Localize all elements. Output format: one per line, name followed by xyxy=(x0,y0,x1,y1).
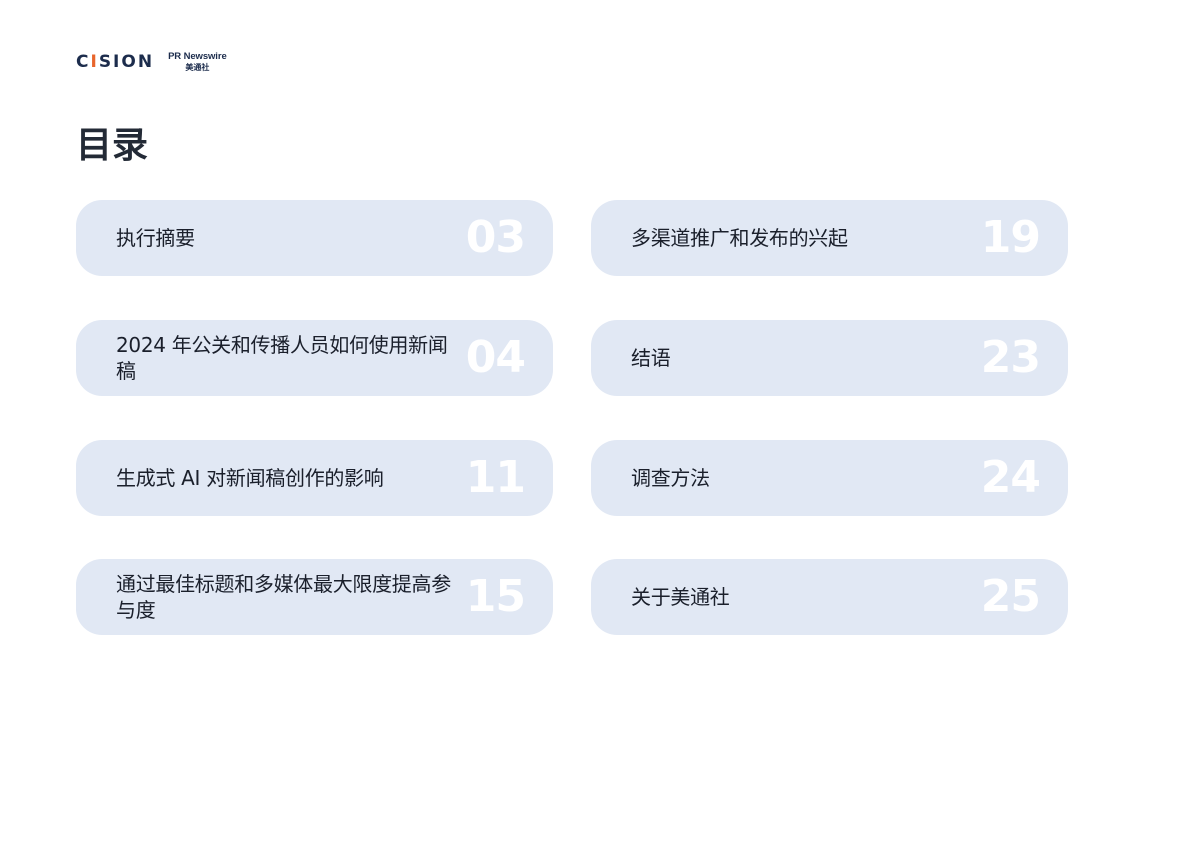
toc-page-number: 15 xyxy=(465,571,526,622)
pr-newswire-logo: PR Newswire 美通社 xyxy=(168,52,227,72)
toc-item-label: 生成式 AI 对新闻稿创作的影响 xyxy=(116,466,384,490)
brand-logo: CISION PR Newswire 美通社 xyxy=(76,50,227,74)
toc-item-label: 多渠道推广和发布的兴起 xyxy=(631,226,848,250)
cision-logo: CISION xyxy=(76,51,155,72)
pr-newswire-chinese-wordmark: 美通社 xyxy=(185,62,210,72)
pr-newswire-wordmark: PR Newswire xyxy=(168,51,227,63)
toc-page-number: 24 xyxy=(980,452,1041,503)
toc-item-press-release-usage-2024[interactable]: 2024 年公关和传播人员如何使用新闻稿 04 xyxy=(76,320,553,396)
toc-page-number: 11 xyxy=(465,452,526,503)
toc-item-label: 关于美通社 xyxy=(631,585,730,609)
toc-item-label: 通过最佳标题和多媒体最大限度提高参与度 xyxy=(116,572,451,622)
toc-item-methodology[interactable]: 调查方法 24 xyxy=(591,440,1068,516)
toc-item-label: 调查方法 xyxy=(631,466,710,490)
toc-page-number: 04 xyxy=(465,332,526,383)
toc-item-executive-summary[interactable]: 执行摘要 03 xyxy=(76,200,553,276)
toc-item-conclusion[interactable]: 结语 23 xyxy=(591,320,1068,396)
toc-page-number: 19 xyxy=(980,212,1041,263)
toc-item-about-pr-newswire[interactable]: 关于美通社 25 xyxy=(591,559,1068,635)
toc-item-label: 结语 xyxy=(631,346,671,370)
toc-item-multichannel-distribution[interactable]: 多渠道推广和发布的兴起 19 xyxy=(591,200,1068,276)
toc-page-number: 03 xyxy=(465,212,526,263)
toc-item-headlines-multimedia-engagement[interactable]: 通过最佳标题和多媒体最大限度提高参与度 15 xyxy=(76,559,553,635)
toc-item-label: 执行摘要 xyxy=(116,226,195,250)
toc-item-generative-ai-impact[interactable]: 生成式 AI 对新闻稿创作的影响 11 xyxy=(76,440,553,516)
toc-page-number: 23 xyxy=(980,332,1041,383)
toc-page-number: 25 xyxy=(980,571,1041,622)
page-title: 目录 xyxy=(76,125,149,166)
toc-item-label: 2024 年公关和传播人员如何使用新闻稿 xyxy=(116,333,448,383)
